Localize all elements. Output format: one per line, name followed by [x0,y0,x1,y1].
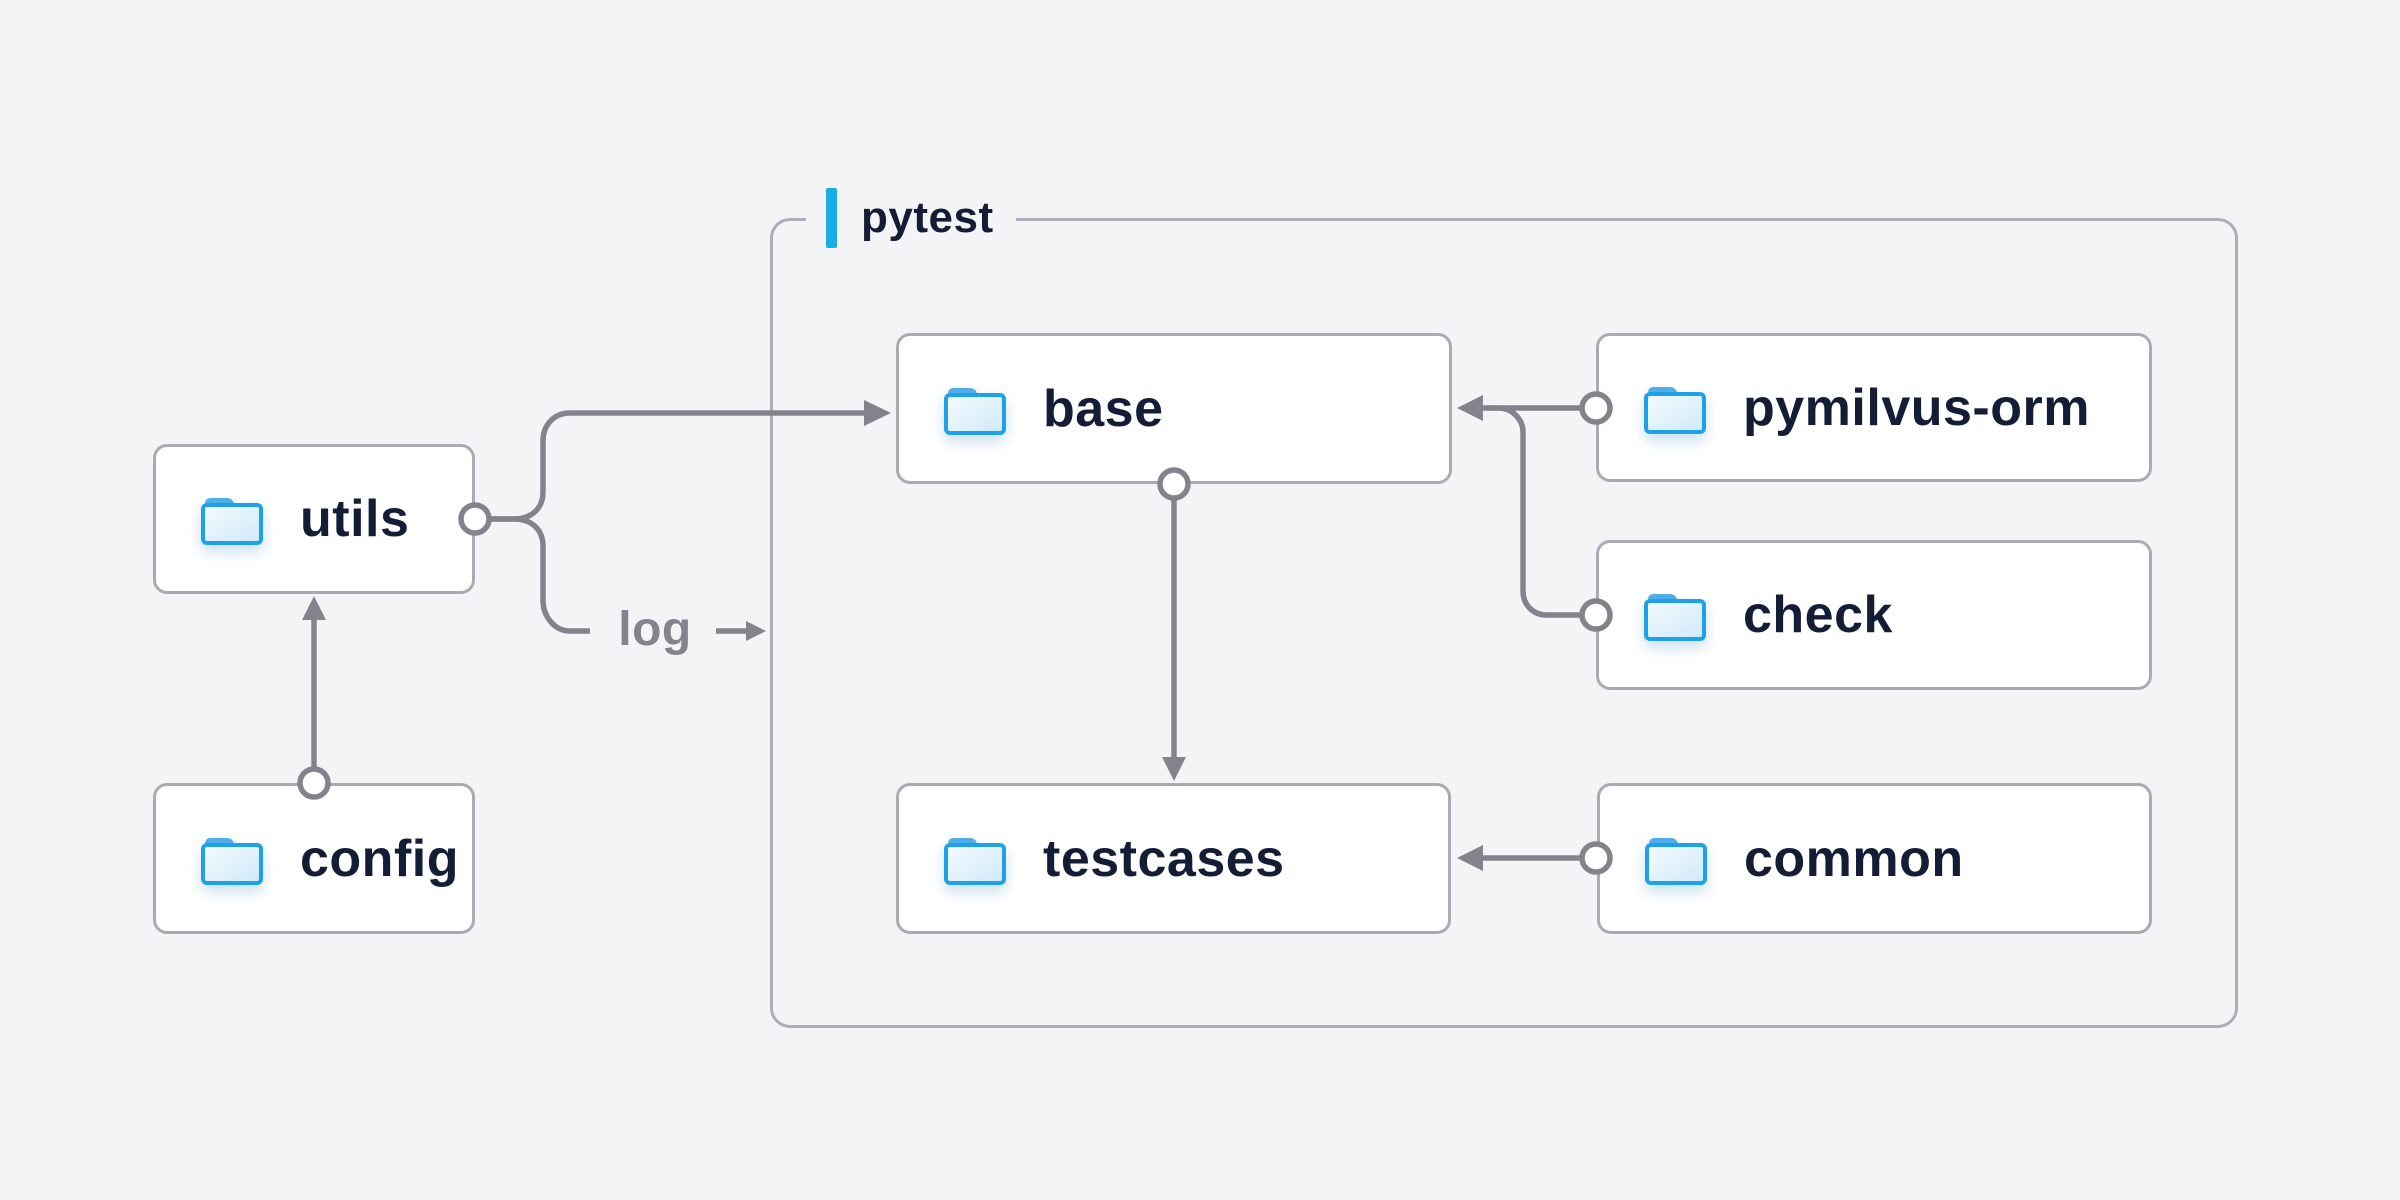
pytest-group-title: pytest [861,193,994,242]
folder-icon [201,498,263,545]
node-label: common [1744,829,1964,888]
node-pymilvus-orm: pymilvus-orm [1596,333,2152,482]
folder-icon [1644,386,1706,434]
folder-icon [1644,594,1706,641]
node-check: check [1596,540,2152,690]
pytest-group-container [770,218,2238,1028]
accent-bar [826,188,837,248]
node-config: config [153,783,475,934]
folder-icon [1645,837,1707,885]
node-common: common [1597,783,2152,934]
node-utils: utils [153,444,475,594]
node-label: check [1743,586,1893,644]
node-label: config [300,829,459,888]
folder-icon [201,837,263,885]
node-base: base [896,333,1452,484]
node-label: pymilvus-orm [1743,378,2090,437]
folder-icon [944,387,1006,435]
log-edge-label: log [618,603,692,656]
edge-config-to-utils [297,596,331,800]
folder-icon [944,837,1006,885]
node-label: utils [300,490,410,548]
pytest-group-label: pytest [806,186,1016,250]
node-label: testcases [1043,829,1285,888]
node-testcases: testcases [896,783,1451,934]
node-label: base [1043,379,1164,438]
